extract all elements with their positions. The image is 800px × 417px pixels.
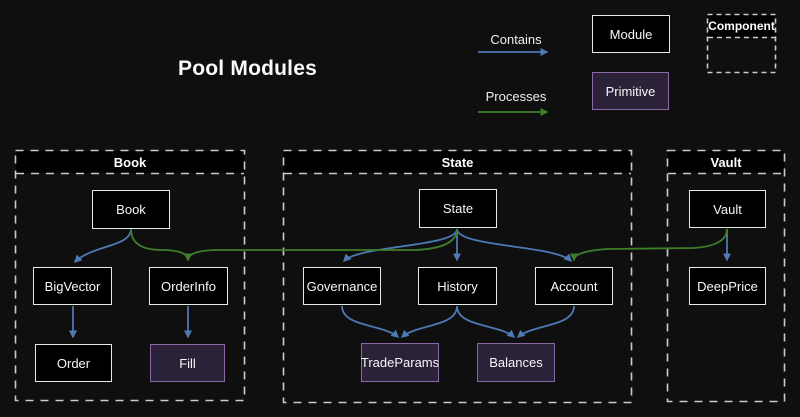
legend-component-label: Component (708, 19, 775, 33)
edge-governance-tradeparams (341, 305, 400, 338)
edge-state-account (456, 228, 573, 263)
node-history: History (418, 267, 497, 305)
node-vault: Vault (689, 190, 766, 228)
page-title: Pool Modules (178, 57, 317, 80)
book-container-title: Book (16, 151, 244, 173)
legend-primitive-label: Primitive (605, 83, 656, 99)
edge-account-balances (516, 305, 575, 338)
legend-module-label: Module (609, 26, 653, 42)
node-fill: Fill (150, 344, 225, 382)
state-container-title: State (284, 151, 631, 173)
edge-state-governance (342, 228, 458, 263)
node-order: Order (35, 344, 112, 382)
node-state: State (419, 189, 497, 228)
node-tradeparams: TradeParams (361, 343, 439, 382)
legend-module-box: Module (592, 15, 670, 53)
edge-book-orderinfo (130, 228, 192, 262)
node-deepprice: DeepPrice (689, 267, 766, 305)
edge-state-orderinfo (184, 228, 458, 262)
edge-vault-account (570, 228, 728, 262)
legend-primitive-box: Primitive (592, 72, 669, 110)
node-orderinfo: OrderInfo (149, 267, 228, 305)
legend-processes-label: Processes (485, 89, 547, 104)
edge-history-balances (456, 305, 516, 338)
legend-component-box: Component (708, 15, 775, 37)
node-account: Account (535, 267, 613, 305)
node-bigvector: BigVector (33, 267, 112, 305)
node-governance: Governance (303, 267, 381, 305)
node-book: Book (92, 190, 170, 229)
edge-book-bigvector (73, 228, 132, 264)
legend-contains-label: Contains (490, 32, 542, 47)
edge-history-tradeparams (400, 305, 458, 338)
node-balances: Balances (477, 343, 555, 382)
vault-container-title: Vault (668, 151, 784, 173)
